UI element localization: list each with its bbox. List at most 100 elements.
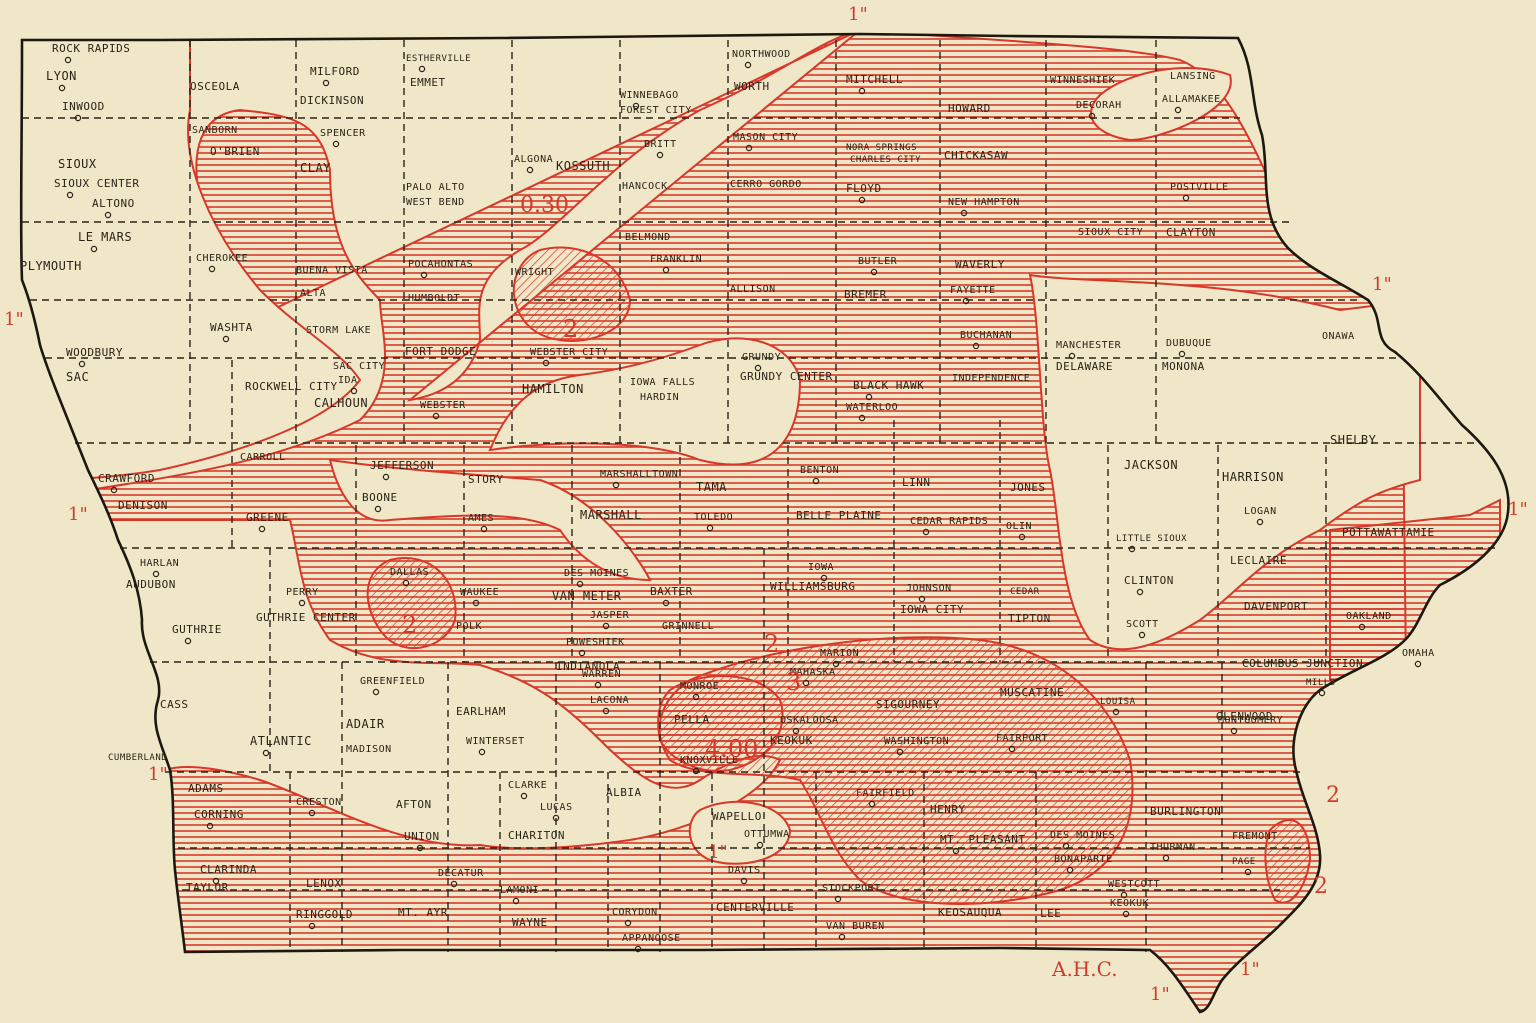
place-label: ALTONO (92, 197, 135, 210)
town-marker (792, 727, 800, 735)
town-marker (374, 505, 382, 513)
place-label: DES MOINES (564, 568, 629, 579)
place-label: CHARLES CITY (850, 155, 921, 165)
place-label: MILLS (1306, 678, 1336, 688)
place-label: POSTVILLE (1170, 182, 1229, 193)
town-marker (542, 359, 550, 367)
place-label: CERRO GORDO (730, 179, 802, 190)
place-label: SPENCER (320, 128, 366, 139)
town-marker (1018, 533, 1026, 541)
place-label: CHEROKEE (196, 253, 248, 264)
town-marker (74, 114, 82, 122)
place-label: FAIRPORT (996, 733, 1048, 744)
place-label: SCOTT (1126, 619, 1159, 630)
place-label: NORA SPRINGS (846, 143, 917, 153)
town-marker (1414, 660, 1422, 668)
county-grid (22, 40, 1500, 952)
place-label: LE MARS (78, 230, 132, 244)
place-label: WESTCOTT (1108, 879, 1160, 890)
place-label: LINN (902, 476, 931, 489)
town-marker (212, 877, 220, 885)
isohyet-label: 1" (848, 4, 868, 25)
town-marker (858, 87, 866, 95)
place-label: SIOUX CITY (1078, 227, 1143, 238)
place-label: GREENE (246, 511, 289, 524)
place-label: OSCEOLA (190, 80, 240, 93)
place-label: HENRY (930, 803, 966, 816)
town-marker (66, 191, 74, 199)
place-label: ADAMS (188, 782, 224, 795)
place-label: NEW HAMPTON (948, 197, 1020, 208)
town-marker (308, 922, 316, 930)
place-label: HOWARD (948, 102, 991, 115)
rain-zone-2-inch-audubon (366, 557, 457, 649)
town-marker (1256, 518, 1264, 526)
town-marker (308, 809, 316, 817)
place-label: ALLISON (730, 284, 776, 295)
place-label: CEDAR RAPIDS (910, 516, 988, 527)
place-label: WASHTA (210, 321, 253, 334)
rain-zone-lucas-dry (688, 800, 792, 865)
place-label: WOODBURY (66, 346, 123, 359)
place-label: OTTUMWA (744, 829, 790, 840)
place-label: POLK (456, 621, 482, 632)
town-marker (472, 599, 480, 607)
place-label: MONONA (1162, 360, 1205, 373)
place-label: CEDAR (1010, 587, 1040, 597)
town-marker (480, 525, 488, 533)
isohyet-label: 1" (1508, 499, 1528, 520)
place-label: ONAWA (1322, 331, 1355, 342)
town-marker (206, 822, 214, 830)
town-marker (526, 166, 534, 174)
place-label: BONAPARTE (1054, 854, 1113, 865)
town-marker (624, 919, 632, 927)
place-label: BUTLER (858, 256, 898, 267)
place-label: GUTHRIE (172, 623, 222, 636)
rain-zone-central-dry (328, 337, 802, 582)
town-marker (632, 102, 640, 110)
place-label: GRUNDY (742, 352, 781, 363)
place-label: WRIGHT (515, 267, 554, 278)
town-marker (745, 144, 753, 152)
place-label: DAVENPORT (1244, 600, 1308, 613)
town-marker (1136, 588, 1144, 596)
town-marker (372, 688, 380, 696)
place-label: LANSING (1170, 71, 1216, 82)
place-label: MARION (820, 648, 859, 659)
place-label: STOCKPORT (822, 883, 881, 894)
place-label: ESTHERVILLE (406, 54, 471, 64)
town-marker (1112, 708, 1120, 716)
place-label: WAYNE (512, 916, 548, 929)
isohyet-label: 3 (786, 668, 801, 696)
town-marker (450, 880, 458, 888)
place-label: AMES (468, 513, 494, 524)
place-label: IOWA FALLS (630, 377, 695, 388)
place-label: WATERLOO (846, 402, 898, 413)
town-marker (1128, 545, 1136, 553)
isohyet-label: 2 (563, 315, 578, 343)
town-marker (1122, 910, 1130, 918)
place-label: WARREN (582, 669, 621, 680)
place-label: SIOUX (58, 157, 97, 171)
place-label: FRANKLIN (650, 254, 702, 265)
place-label: OSKALOOSA (780, 715, 839, 726)
place-label: MASON CITY (733, 132, 798, 143)
town-marker (222, 335, 230, 343)
place-label: MADISON (346, 744, 392, 755)
place-label: TIPTON (1008, 612, 1051, 625)
town-marker (952, 847, 960, 855)
town-marker (634, 945, 642, 953)
town-marker (258, 525, 266, 533)
isohyet-label: 1" (4, 309, 24, 330)
place-label: WEBSTER CITY (530, 347, 608, 358)
rainfall-shading (21, 34, 1501, 1011)
town-marker (1008, 745, 1016, 753)
place-label: KNOXVILLE (680, 755, 739, 766)
place-label: KEOKUK (1110, 898, 1149, 909)
town-marker (858, 414, 866, 422)
town-marker (662, 599, 670, 607)
town-marker (350, 387, 358, 395)
place-label: CLINTON (1124, 574, 1174, 587)
place-label: KOSSUTH (556, 159, 610, 173)
